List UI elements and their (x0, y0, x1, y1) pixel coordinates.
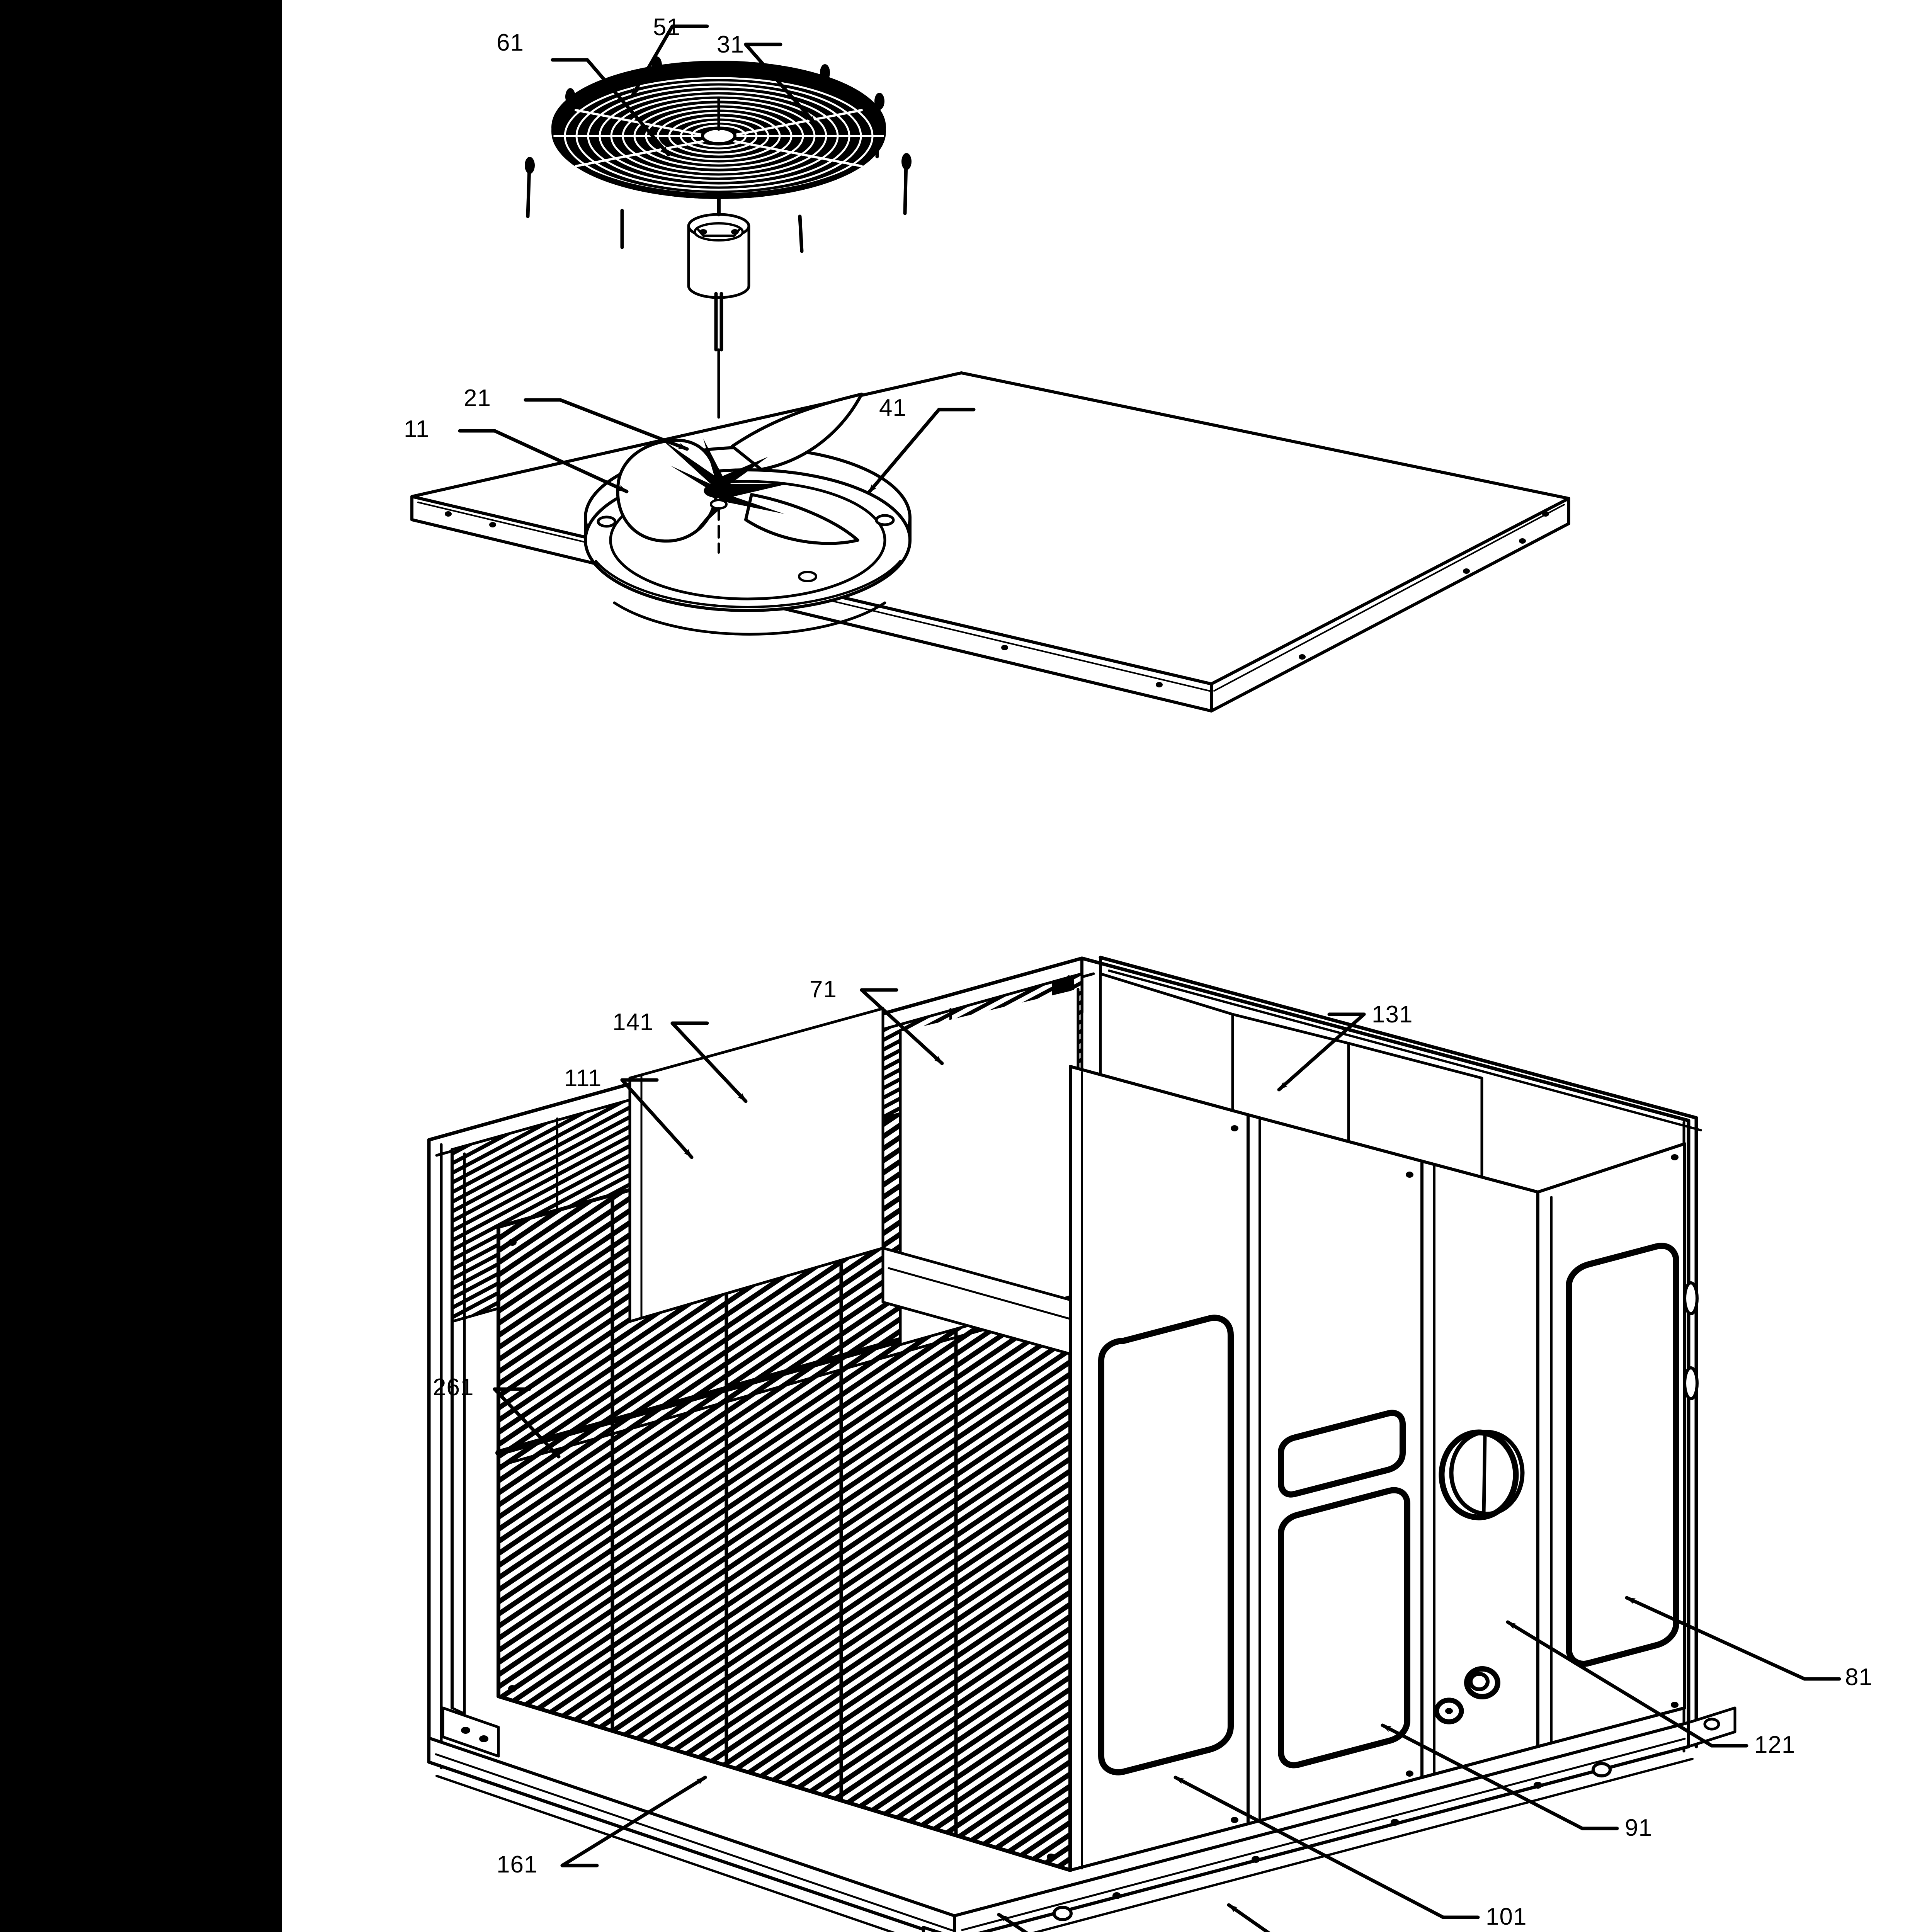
callout-41: 41 (879, 395, 906, 421)
callout-101: 101 (1486, 1903, 1527, 1930)
patent-figure-artwork (410, 24, 1841, 1932)
callout-111: 111 (564, 1065, 602, 1092)
callout-91: 91 (1625, 1815, 1652, 1841)
callout-71: 71 (810, 976, 837, 1003)
callout-21: 21 (464, 385, 491, 412)
left-black-margin (0, 0, 282, 1932)
drawing-page: 61 51 31 21 41 11 71 131 141 111 261 161… (282, 0, 1932, 1932)
callout-121: 121 (1754, 1731, 1796, 1758)
callout-131: 131 (1372, 1001, 1413, 1028)
callout-51: 51 (653, 14, 680, 41)
fan-motor (687, 195, 750, 419)
callout-81: 81 (1845, 1664, 1872, 1690)
fan-guard-assembly (525, 56, 912, 253)
fan-blade-propeller (616, 393, 863, 554)
callout-11: 11 (404, 416, 430, 442)
callout-261: 261 (433, 1374, 474, 1401)
callout-61: 61 (497, 29, 524, 56)
callout-141: 141 (612, 1009, 654, 1036)
leader-lines (458, 24, 1841, 1932)
callout-31: 31 (717, 31, 744, 58)
callout-161: 161 (497, 1851, 538, 1878)
cabinet-assembly (427, 956, 1736, 1932)
